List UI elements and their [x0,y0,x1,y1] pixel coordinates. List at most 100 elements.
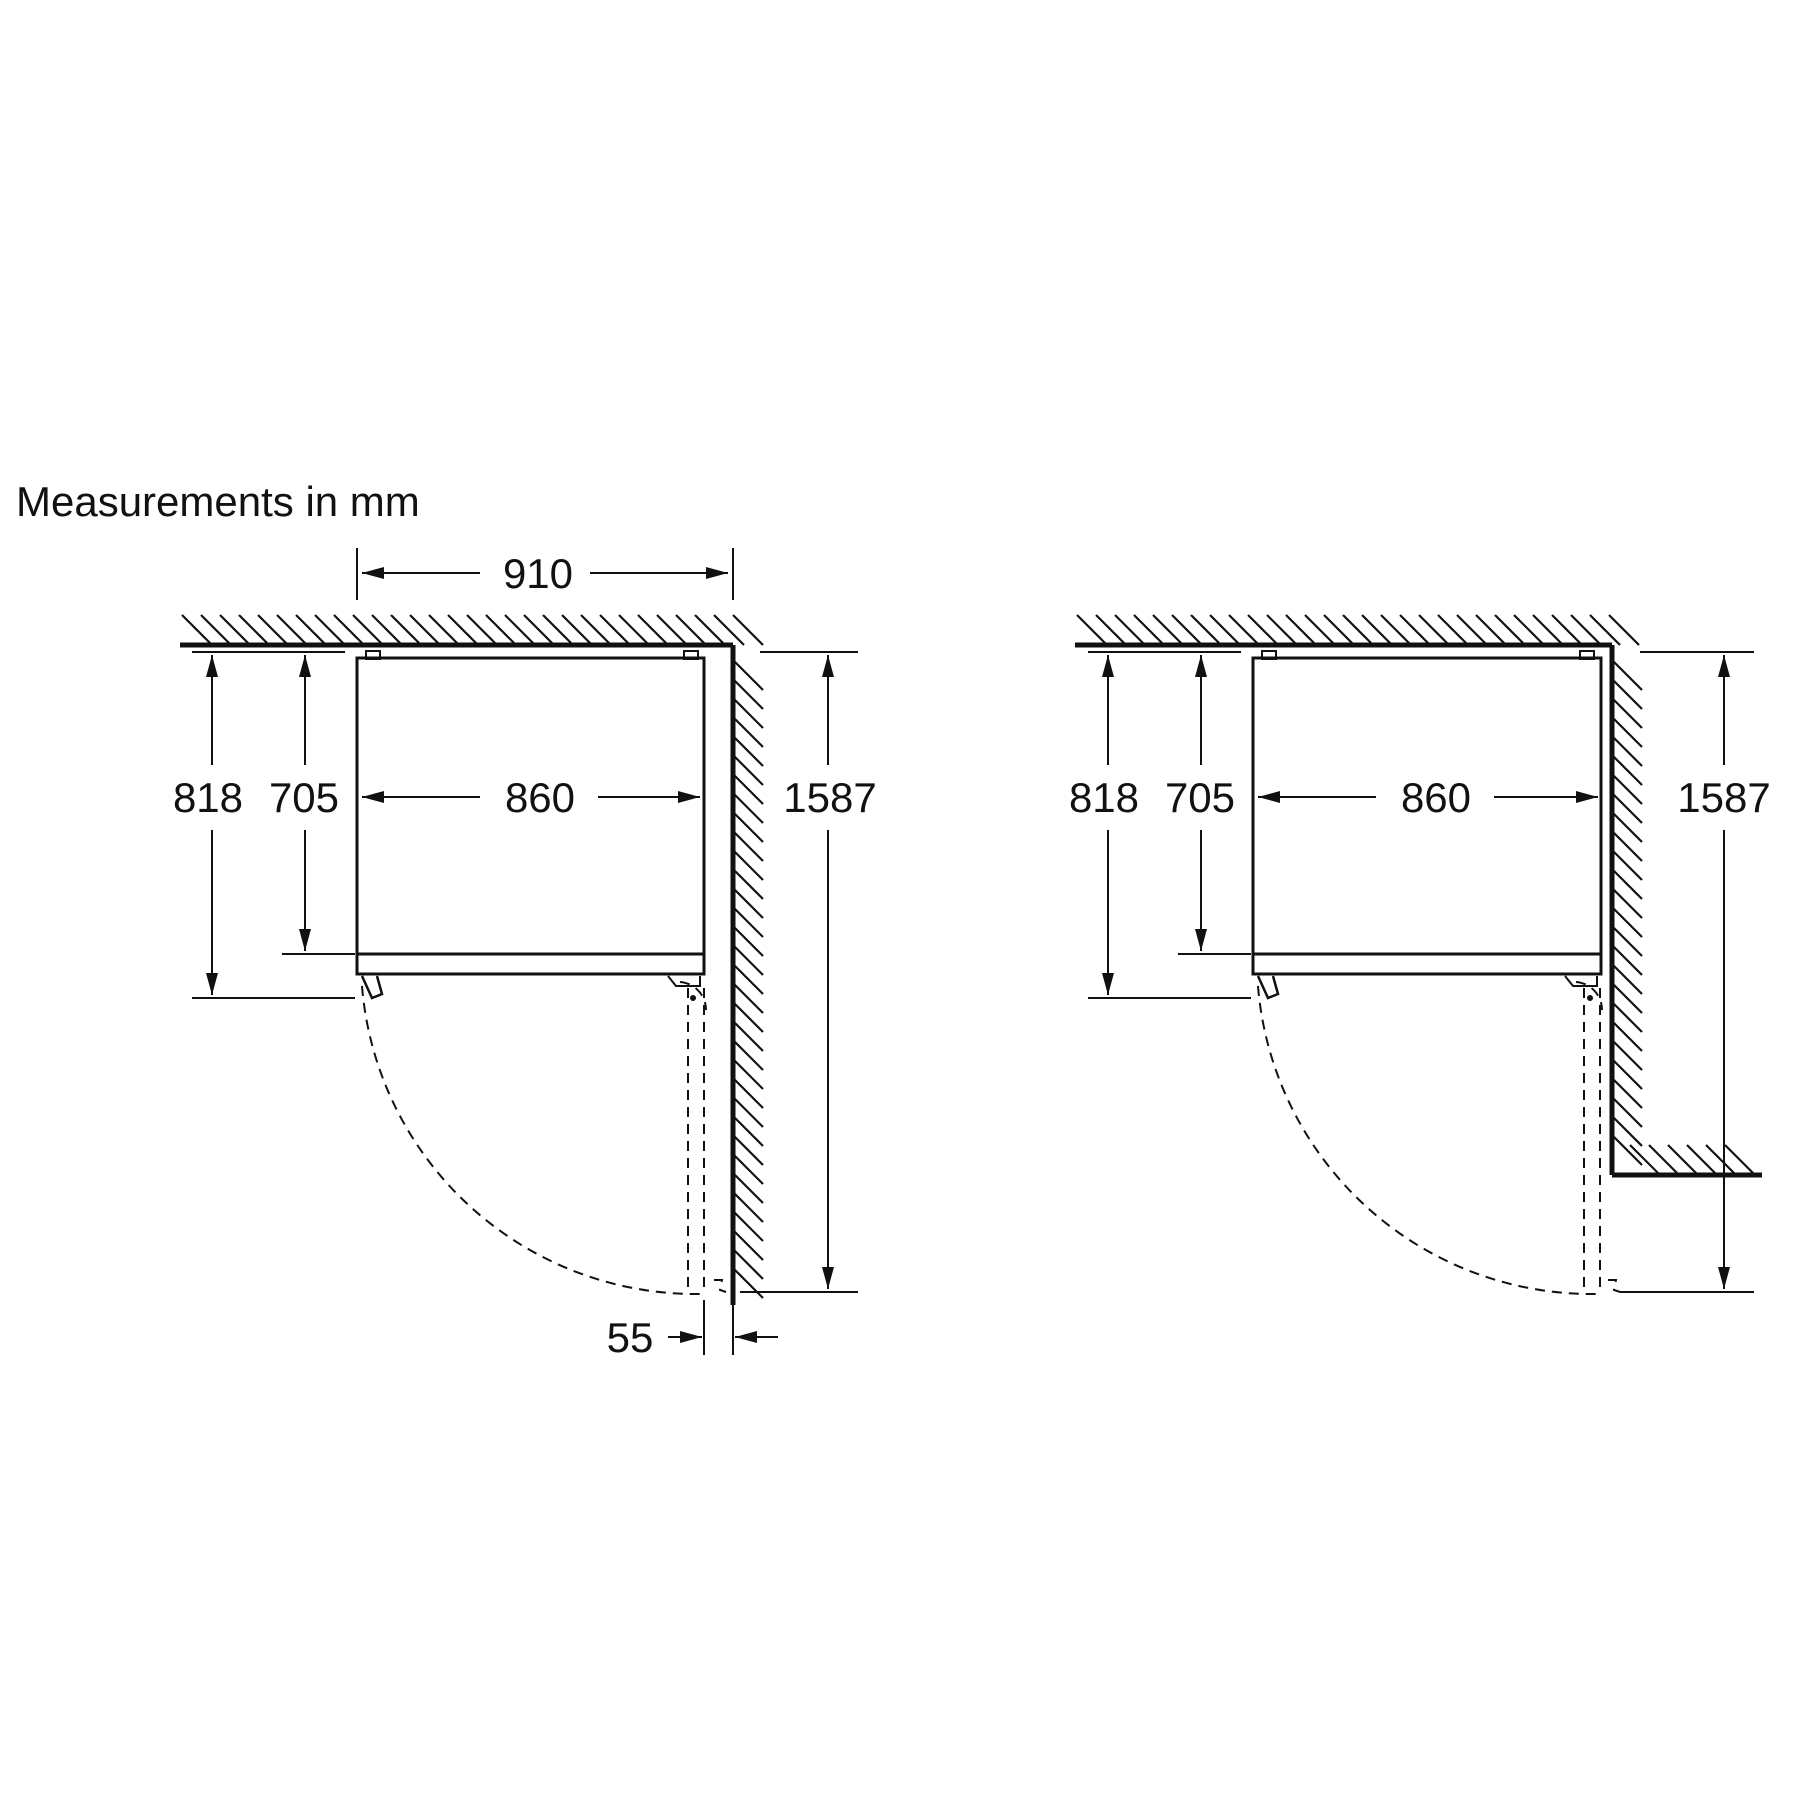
hatch-line [1705,1144,1737,1176]
hatch-line [732,792,764,824]
hatch-line [371,614,403,646]
hatch-line [1266,614,1298,646]
hatch-line [1342,614,1374,646]
hatch-line [732,982,764,1014]
hatch-line [1209,614,1241,646]
hatch-line [1611,811,1643,843]
hatch-line [618,614,650,646]
dim-label-55: 55 [607,1314,654,1361]
hatch-line [352,614,384,646]
hatch-line [732,1096,764,1128]
left-side-wall [730,645,764,1305]
hatch-line [1551,614,1583,646]
hatch-line [1323,614,1355,646]
right-dim-1587: 1587 [1620,651,1771,1293]
hatch-line [1247,614,1279,646]
hatch-line [1686,1144,1718,1176]
hatch-line [1611,735,1643,767]
hatch-line [732,1153,764,1185]
hatch-line [1611,754,1643,786]
right-diagram: 860 818 705 1587 [1069,614,1771,1296]
right-dim-705: 705 [1165,655,1251,955]
left-appliance [355,650,706,1001]
left-dim-818: 818 [173,651,355,999]
left-dim-1587: 1587 [740,651,877,1293]
hatch-line [1076,614,1108,646]
dim-label-1587: 1587 [783,774,876,821]
left-dim-55: 55 [607,1300,778,1361]
hatch-line [732,830,764,862]
hatch-line [1532,614,1564,646]
hatch-line [1629,1144,1661,1176]
left-dim-910: 910 [356,548,734,600]
hatch-line [713,614,745,646]
hatch-line [1611,1134,1643,1166]
hatch-line [1228,614,1260,646]
hatch-line [732,811,764,843]
right-door-swing [1257,981,1621,1296]
hatch-line [1608,614,1640,646]
hatch-line [1133,614,1165,646]
dim-label-818: 818 [173,774,243,821]
dim-label-860: 860 [1401,774,1471,821]
hatch-line [1152,614,1184,646]
hatch-line [732,678,764,710]
hatch-line [732,614,764,646]
hatch-line [732,659,764,691]
hatch-line [732,887,764,919]
hatch-line [1611,944,1643,976]
hatch-line [295,614,327,646]
hatch-line [257,614,289,646]
hatch-line [732,1267,764,1299]
right-top-wall [1075,614,1640,648]
hatch-line [447,614,479,646]
hatch-line [732,868,764,900]
right-dim-818: 818 [1069,651,1251,999]
hatch-line [1611,1115,1643,1147]
left-diagram: 910 860 818 705 1587 [173,548,877,1361]
hatch-line [523,614,555,646]
page-title: Measurements in mm [16,478,420,525]
hatch-line [1475,614,1507,646]
hatch-line [409,614,441,646]
right-dim-860: 860 [1258,774,1598,821]
hatch-line [675,614,707,646]
hatch-line [276,614,308,646]
hatch-line [1418,614,1450,646]
hatch-line [1667,1144,1699,1176]
hatch-line [580,614,612,646]
hatch-line [219,614,251,646]
hatch-line [466,614,498,646]
hatch-line [1095,614,1127,646]
left-door-swing [361,981,727,1296]
hatch-line [732,716,764,748]
hatch-line [1513,614,1545,646]
hatch-line [1611,963,1643,995]
hatch-line [1380,614,1412,646]
hatch-line [1611,1001,1643,1033]
left-dim-705: 705 [269,655,355,955]
hatch-line [1611,982,1643,1014]
hatch-line [200,614,232,646]
hatch-line [732,849,764,881]
hatch-line [732,754,764,786]
dim-label-818: 818 [1069,774,1139,821]
hatch-line [1114,614,1146,646]
hatch-line [1494,614,1526,646]
hatch-line [732,906,764,938]
hatch-line [732,1229,764,1261]
hatch-line [1399,614,1431,646]
hatch-line [1570,614,1602,646]
hatch-line [1611,906,1643,938]
hatch-line [485,614,517,646]
hatch-line [732,735,764,767]
hatch-line [732,1020,764,1052]
hatch-line [732,697,764,729]
left-dim-860: 860 [362,774,700,821]
hatch-line [1437,614,1469,646]
hatch-line [599,614,631,646]
hatch-line [732,1172,764,1204]
hatch-line [732,1115,764,1147]
hatch-line [390,614,422,646]
